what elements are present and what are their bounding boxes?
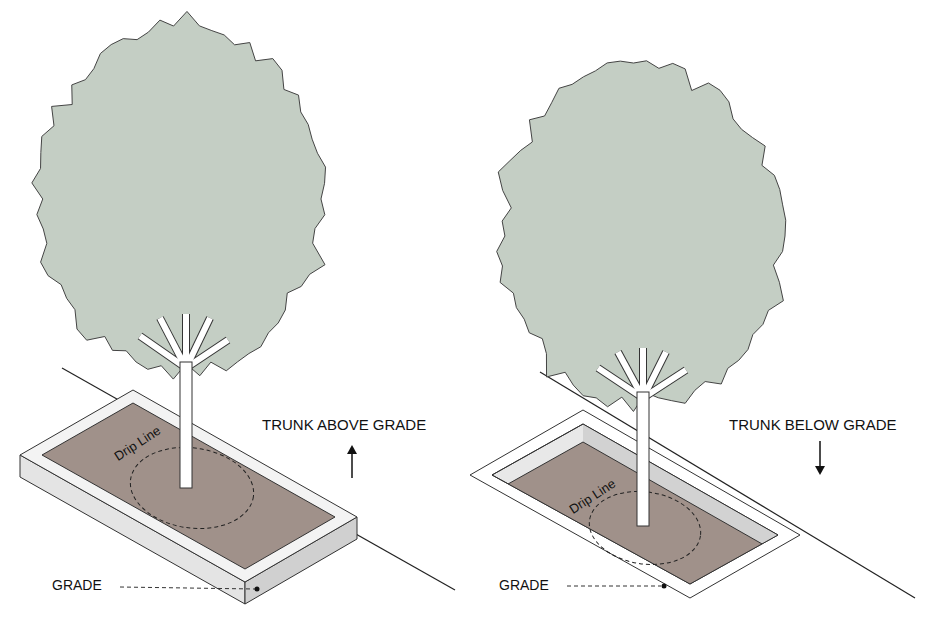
tree-crown	[32, 11, 326, 379]
trunk-label: TRUNK ABOVE GRADE	[262, 417, 426, 434]
grade-leader	[567, 584, 667, 589]
direction-arrow	[347, 445, 357, 478]
drip-line-label: Drip Line	[567, 477, 618, 517]
tree-trunk	[637, 392, 649, 526]
grade-label: GRADE	[52, 578, 102, 593]
tree	[497, 61, 786, 526]
tree-group	[32, 11, 786, 526]
drip-line-label: Drip Line	[112, 424, 163, 464]
tree-crown	[497, 61, 786, 412]
trunk-label: TRUNK BELOW GRADE	[729, 417, 897, 434]
direction-arrow	[815, 441, 825, 475]
grade-label: GRADE	[499, 578, 549, 593]
tree-trunk	[180, 362, 192, 488]
grade-leader	[120, 587, 260, 592]
recessed-planter	[470, 410, 800, 602]
